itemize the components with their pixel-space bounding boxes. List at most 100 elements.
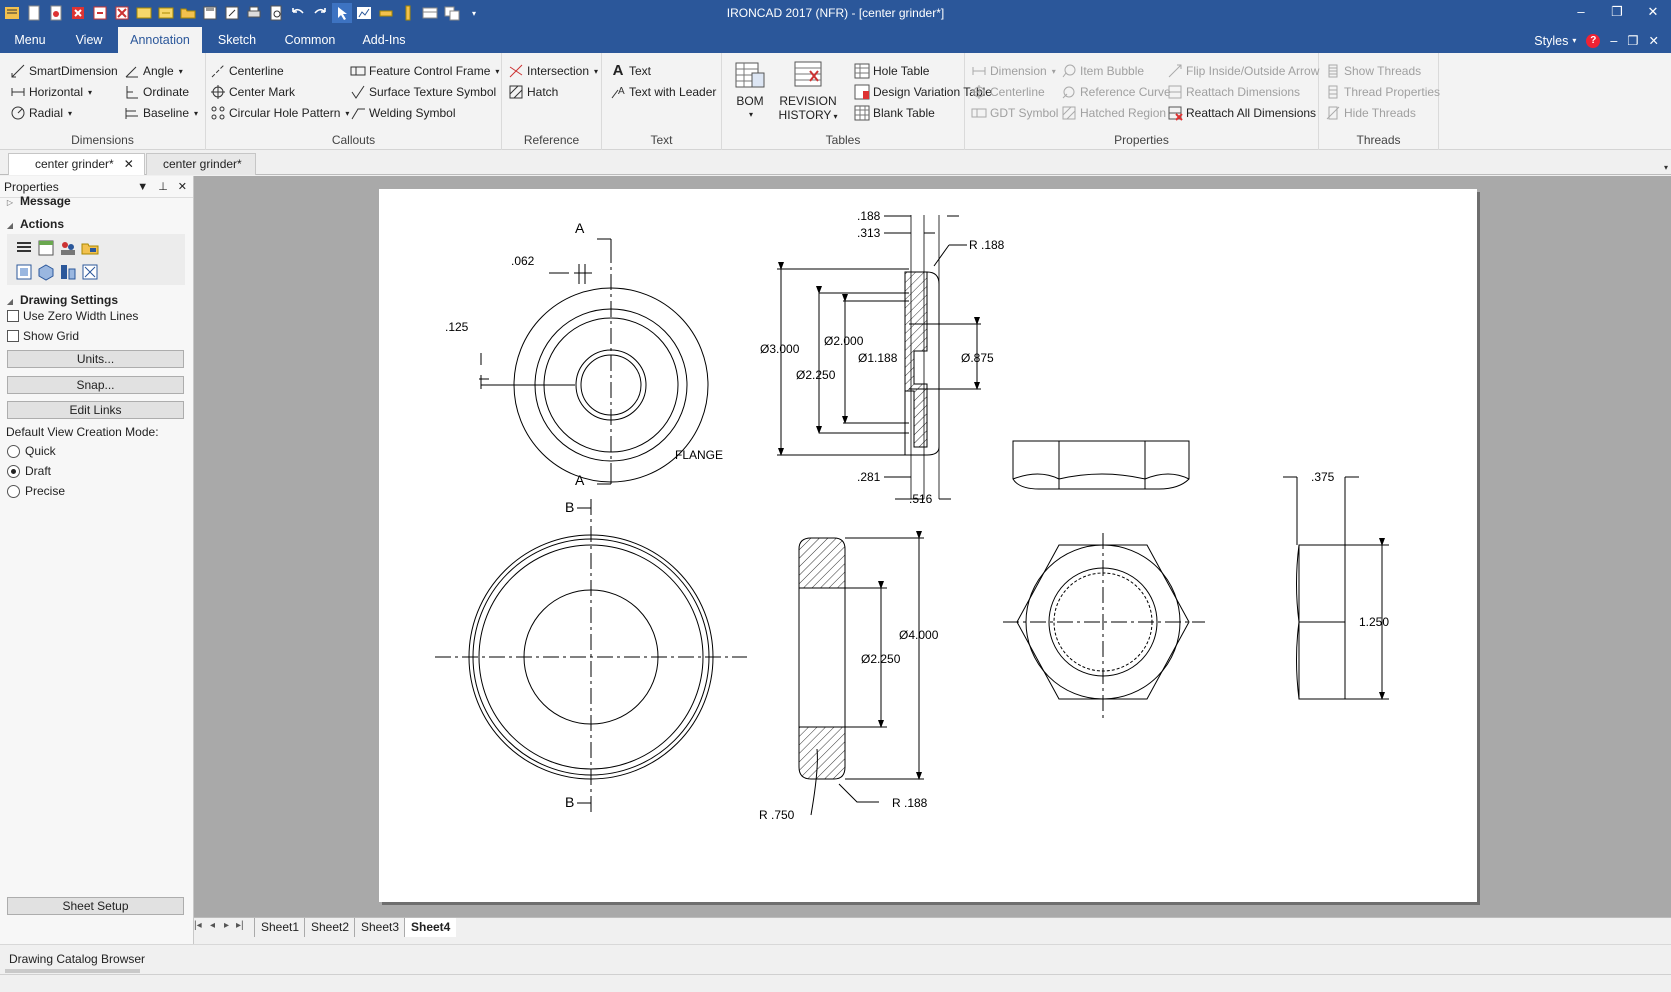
circular-hole-pattern-button[interactable]: Circular Hole Pattern▾ <box>210 103 349 123</box>
help-icon[interactable]: ? <box>1586 33 1601 48</box>
close-tab-icon[interactable]: ✕ <box>123 157 134 171</box>
design-variation-table-button[interactable]: Design Variation Table <box>854 82 992 102</box>
measure-icon[interactable] <box>376 3 396 23</box>
hatch-button[interactable]: Hatch <box>508 82 558 102</box>
wheel-front-view[interactable] <box>435 499 747 814</box>
horizontal-button[interactable]: Horizontal▾ <box>10 82 92 102</box>
reattach-all-dimensions-button[interactable]: Reattach All Dimensions <box>1167 103 1316 123</box>
scene-2-icon[interactable] <box>156 3 176 23</box>
drawing-sheet[interactable]: A A .062 .125 FLANGE .188 .313 R .188 Ø3… <box>379 189 1477 902</box>
close-doc-icon[interactable] <box>68 3 88 23</box>
list-action-icon[interactable] <box>15 239 33 257</box>
sheet-tab-3[interactable]: Sheet3 <box>354 918 405 937</box>
tab-add-ins[interactable]: Add-Ins <box>362 33 406 47</box>
drawing-canvas[interactable]: A A .062 .125 FLANGE .188 .313 R .188 Ø3… <box>194 176 1671 917</box>
sheet-tab-2[interactable]: Sheet2 <box>304 918 355 937</box>
next-sheet-icon[interactable]: ▸ <box>224 920 230 931</box>
last-sheet-icon[interactable]: ▸| <box>236 920 244 931</box>
close-button[interactable]: ✕ <box>1647 4 1659 19</box>
print-icon[interactable] <box>244 3 264 23</box>
tab-common[interactable]: Common <box>284 33 336 47</box>
tab-annotation[interactable]: Annotation <box>118 27 202 53</box>
doc-tab-2[interactable]: center grinder* <box>146 153 256 175</box>
scene-icon[interactable] <box>134 3 154 23</box>
chart-icon[interactable] <box>354 3 374 23</box>
dimension-prop-button[interactable]: Dimension▾ <box>971 61 1056 81</box>
prev-sheet-icon[interactable]: ◂ <box>210 920 216 931</box>
angle-button[interactable]: Angle▾ <box>124 61 183 81</box>
folder-action-icon[interactable] <box>81 239 99 257</box>
drawing-catalog-browser[interactable]: Drawing Catalog Browser <box>0 944 1671 974</box>
new-file-icon[interactable] <box>24 3 44 23</box>
show-grid-checkbox[interactable]: Show Grid <box>7 329 79 343</box>
snap-button[interactable]: Snap... <box>7 376 184 394</box>
center-mark-button[interactable]: Center Mark <box>210 82 295 102</box>
first-sheet-icon[interactable]: |◂ <box>194 920 202 931</box>
explode-action-icon[interactable] <box>81 263 99 281</box>
import-icon[interactable] <box>112 3 132 23</box>
print-preview-icon[interactable] <box>266 3 286 23</box>
tab-menu[interactable]: Menu <box>14 33 46 47</box>
open-icon[interactable] <box>178 3 198 23</box>
styles-menu[interactable]: Styles <box>1534 33 1569 48</box>
smart-dimension-button[interactable]: SmartDimension <box>10 61 118 81</box>
save-icon[interactable] <box>200 3 220 23</box>
welding-symbol-button[interactable]: Welding Symbol <box>350 103 455 123</box>
hatched-region-button[interactable]: Hatched Region <box>1061 103 1166 123</box>
panel-dropdown-icon[interactable]: ▼ <box>137 181 149 193</box>
export-icon[interactable] <box>90 3 110 23</box>
tabs-scroll-icon[interactable]: ▾ <box>1664 163 1669 172</box>
doc-restore-button[interactable]: ❐ <box>1627 34 1639 48</box>
redo-icon[interactable] <box>310 3 330 23</box>
ordinate-button[interactable]: Ordinate <box>124 82 189 102</box>
app-menu-icon[interactable] <box>2 3 22 23</box>
wheel-section-view[interactable] <box>798 531 924 816</box>
catalog-scrollbar[interactable] <box>5 969 140 973</box>
flange-front-view[interactable] <box>479 238 709 485</box>
section-message[interactable]: ▷Message <box>0 194 71 208</box>
feature-control-frame-button[interactable]: Feature Control Frame▾ <box>350 61 499 81</box>
item-bubble-button[interactable]: Item Bubble <box>1061 61 1144 81</box>
mode-draft-radio[interactable]: Draft <box>7 464 51 478</box>
new-drawing-icon[interactable] <box>46 3 66 23</box>
view-action-icon[interactable] <box>15 263 33 281</box>
panel-close-icon[interactable]: ✕ <box>177 181 187 193</box>
tab-sketch[interactable]: Sketch <box>217 33 257 47</box>
blank-table-button[interactable]: Blank Table <box>854 103 935 123</box>
nut-side-view-right[interactable] <box>1283 476 1389 700</box>
section-actions[interactable]: ◢Actions <box>0 217 64 231</box>
surface-texture-button[interactable]: Surface Texture Symbol <box>350 82 496 102</box>
flip-arrow-button[interactable]: Flip Inside/Outside Arrow <box>1167 61 1319 81</box>
nut-front-view[interactable] <box>1003 533 1205 722</box>
bar-icon[interactable] <box>398 3 418 23</box>
section-drawing-settings[interactable]: ◢Drawing Settings <box>0 293 118 307</box>
units-button[interactable]: Units... <box>7 350 184 368</box>
select-tool-icon[interactable] <box>332 3 352 23</box>
undo-icon[interactable] <box>288 3 308 23</box>
show-threads-button[interactable]: Show Threads <box>1325 61 1421 81</box>
sheet-tab-4[interactable]: Sheet4 <box>404 918 457 937</box>
sheet-action-icon[interactable] <box>37 239 55 257</box>
windows-icon[interactable] <box>442 3 462 23</box>
use-zero-width-checkbox[interactable]: Use Zero Width Lines <box>7 309 138 323</box>
doc-tab-active[interactable]: center grinder*✕ <box>8 153 145 175</box>
nut-side-view[interactable] <box>1012 440 1190 490</box>
doc-minimize-button[interactable]: – <box>1610 33 1618 48</box>
hole-table-button[interactable]: Hole Table <box>854 61 929 81</box>
layout-icon[interactable] <box>420 3 440 23</box>
tree-action-icon[interactable] <box>59 263 77 281</box>
restore-button[interactable]: ❐ <box>1611 4 1623 19</box>
mode-quick-radio[interactable]: Quick <box>7 444 56 458</box>
edit-links-button[interactable]: Edit Links <box>7 401 184 419</box>
doc-close-button[interactable]: ✕ <box>1648 34 1659 48</box>
reattach-dimensions-button[interactable]: Reattach Dimensions <box>1167 82 1300 102</box>
intersection-button[interactable]: Intersection▾ <box>508 61 598 81</box>
users-action-icon[interactable] <box>59 239 77 257</box>
reference-curve-button[interactable]: Reference Curve <box>1061 82 1171 102</box>
save-as-icon[interactable] <box>222 3 242 23</box>
tab-view[interactable]: View <box>75 33 103 47</box>
pin-icon[interactable]: ⊥ <box>158 181 168 193</box>
sheet-tab-1[interactable]: Sheet1 <box>254 918 305 937</box>
